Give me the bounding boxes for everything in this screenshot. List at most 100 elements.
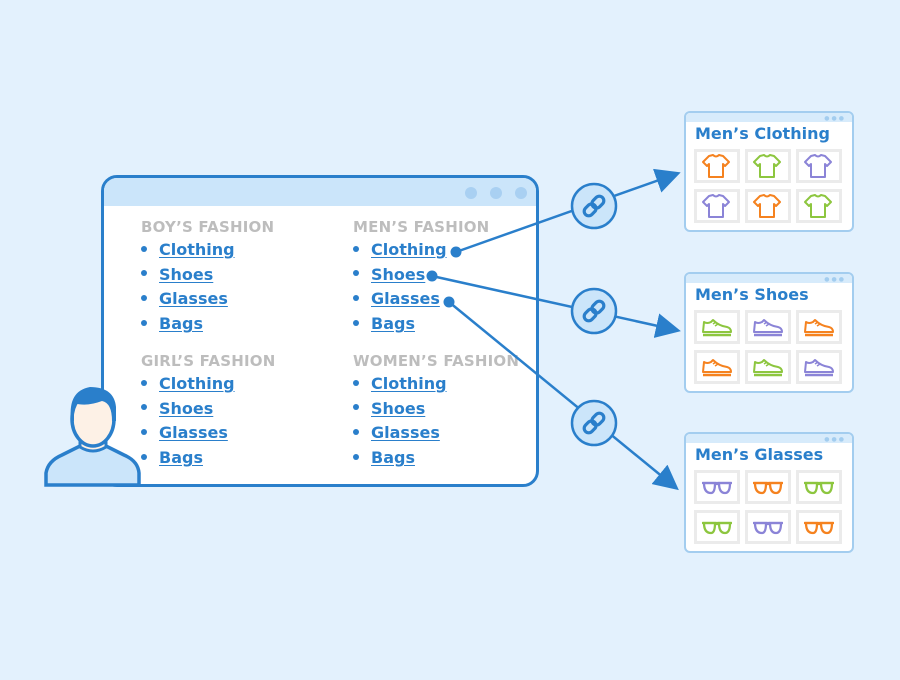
product-tile[interactable] — [745, 310, 791, 344]
shirt-icon — [753, 194, 781, 218]
glasses-icon — [804, 481, 834, 495]
product-tile[interactable] — [694, 350, 740, 384]
window-dots: ●●● — [824, 115, 846, 122]
list-item: Bags — [141, 448, 203, 467]
link-shoes[interactable]: Shoes — [371, 398, 426, 418]
bullet — [353, 453, 359, 460]
list-item: Glasses — [353, 289, 440, 308]
bullet — [353, 294, 359, 301]
window-title-bar — [686, 113, 852, 122]
link-shoes[interactable]: Shoes — [159, 398, 214, 418]
window-dot — [490, 187, 502, 199]
shirt-icon — [804, 154, 832, 178]
product-tile[interactable] — [796, 510, 842, 544]
link-glasses[interactable]: Glasses — [159, 289, 228, 309]
window-title-bar — [686, 434, 852, 443]
link-clothing[interactable]: Clothing — [159, 240, 235, 259]
product-tile[interactable] — [796, 310, 842, 344]
connector-clothing — [455, 168, 681, 254]
link-glasses[interactable]: Glasses — [371, 289, 440, 309]
product-grid — [694, 310, 842, 384]
section-heading: BOY’S FASHION — [141, 218, 275, 236]
product-tile[interactable] — [745, 189, 791, 223]
window-dots: ●●● — [824, 436, 846, 443]
window-title-bar — [104, 178, 536, 206]
link-anchor-dot — [450, 246, 462, 258]
connector-glasses — [448, 301, 679, 491]
window-dot — [465, 187, 477, 199]
list-item: Shoes — [141, 399, 213, 418]
window-dot — [515, 187, 527, 199]
shoe-icon — [702, 359, 732, 377]
list-item: Clothing — [353, 374, 447, 393]
user-avatar — [44, 387, 141, 487]
list-item: Glasses — [141, 289, 228, 308]
product-tile[interactable] — [796, 470, 842, 504]
product-tile[interactable] — [745, 350, 791, 384]
product-tile[interactable] — [745, 470, 791, 504]
link-clothing[interactable]: Clothing — [371, 374, 447, 393]
link-bags[interactable]: Bags — [371, 314, 415, 334]
glasses-icon — [702, 481, 732, 495]
link-bags[interactable]: Bags — [371, 448, 415, 468]
link-shoes[interactable]: Shoes — [159, 264, 214, 284]
list-item: Clothing — [353, 240, 447, 259]
bullet — [353, 404, 359, 411]
list-item: Shoes — [353, 399, 425, 418]
bullet — [353, 379, 359, 386]
shoe-icon — [753, 319, 783, 337]
bullet — [141, 270, 147, 277]
glasses-icon — [753, 481, 783, 495]
list-item: Glasses — [353, 423, 440, 442]
list-item: Bags — [141, 314, 203, 333]
product-grid — [694, 149, 842, 223]
shoe-icon — [753, 359, 783, 377]
shirt-icon — [804, 194, 832, 218]
link-bags[interactable]: Bags — [159, 448, 203, 468]
window-dots: ●●● — [824, 276, 846, 283]
link-icon — [570, 182, 618, 230]
product-tile[interactable] — [745, 510, 791, 544]
product-tile[interactable] — [694, 470, 740, 504]
product-tile[interactable] — [694, 310, 740, 344]
bullet — [141, 428, 147, 435]
bullet — [141, 379, 147, 386]
bullet — [141, 245, 147, 252]
bullet — [353, 270, 359, 277]
bullet — [353, 428, 359, 435]
link-glasses[interactable]: Glasses — [371, 423, 440, 443]
list-item: Shoes — [353, 265, 425, 284]
list-item: Clothing — [141, 240, 235, 259]
window-title-bar — [686, 274, 852, 283]
product-tile[interactable] — [796, 149, 842, 183]
category-page-window: ●●●Men’s Shoes — [684, 272, 854, 393]
page-title: Men’s Clothing — [695, 124, 830, 143]
product-tile[interactable] — [694, 510, 740, 544]
glasses-icon — [753, 521, 783, 535]
link-bags[interactable]: Bags — [159, 314, 203, 334]
glasses-icon — [804, 521, 834, 535]
list-item: Clothing — [141, 374, 235, 393]
link-shoes[interactable]: Shoes — [371, 264, 426, 284]
product-tile[interactable] — [796, 189, 842, 223]
product-tile[interactable] — [796, 350, 842, 384]
connector-shoes — [431, 274, 681, 338]
link-glasses[interactable]: Glasses — [159, 423, 228, 443]
product-tile[interactable] — [694, 189, 740, 223]
list-item: Shoes — [141, 265, 213, 284]
link-icon — [570, 399, 618, 447]
product-tile[interactable] — [745, 149, 791, 183]
bullet — [141, 453, 147, 460]
shirt-icon — [702, 154, 730, 178]
link-clothing[interactable]: Clothing — [371, 240, 447, 259]
shirt-icon — [753, 154, 781, 178]
section-heading: GIRL’S FASHION — [141, 352, 276, 370]
page-title: Men’s Glasses — [695, 445, 824, 464]
bullet — [141, 294, 147, 301]
product-grid — [694, 470, 842, 544]
glasses-icon — [702, 521, 732, 535]
list-item: Glasses — [141, 423, 228, 442]
product-tile[interactable] — [694, 149, 740, 183]
link-clothing[interactable]: Clothing — [159, 374, 235, 393]
